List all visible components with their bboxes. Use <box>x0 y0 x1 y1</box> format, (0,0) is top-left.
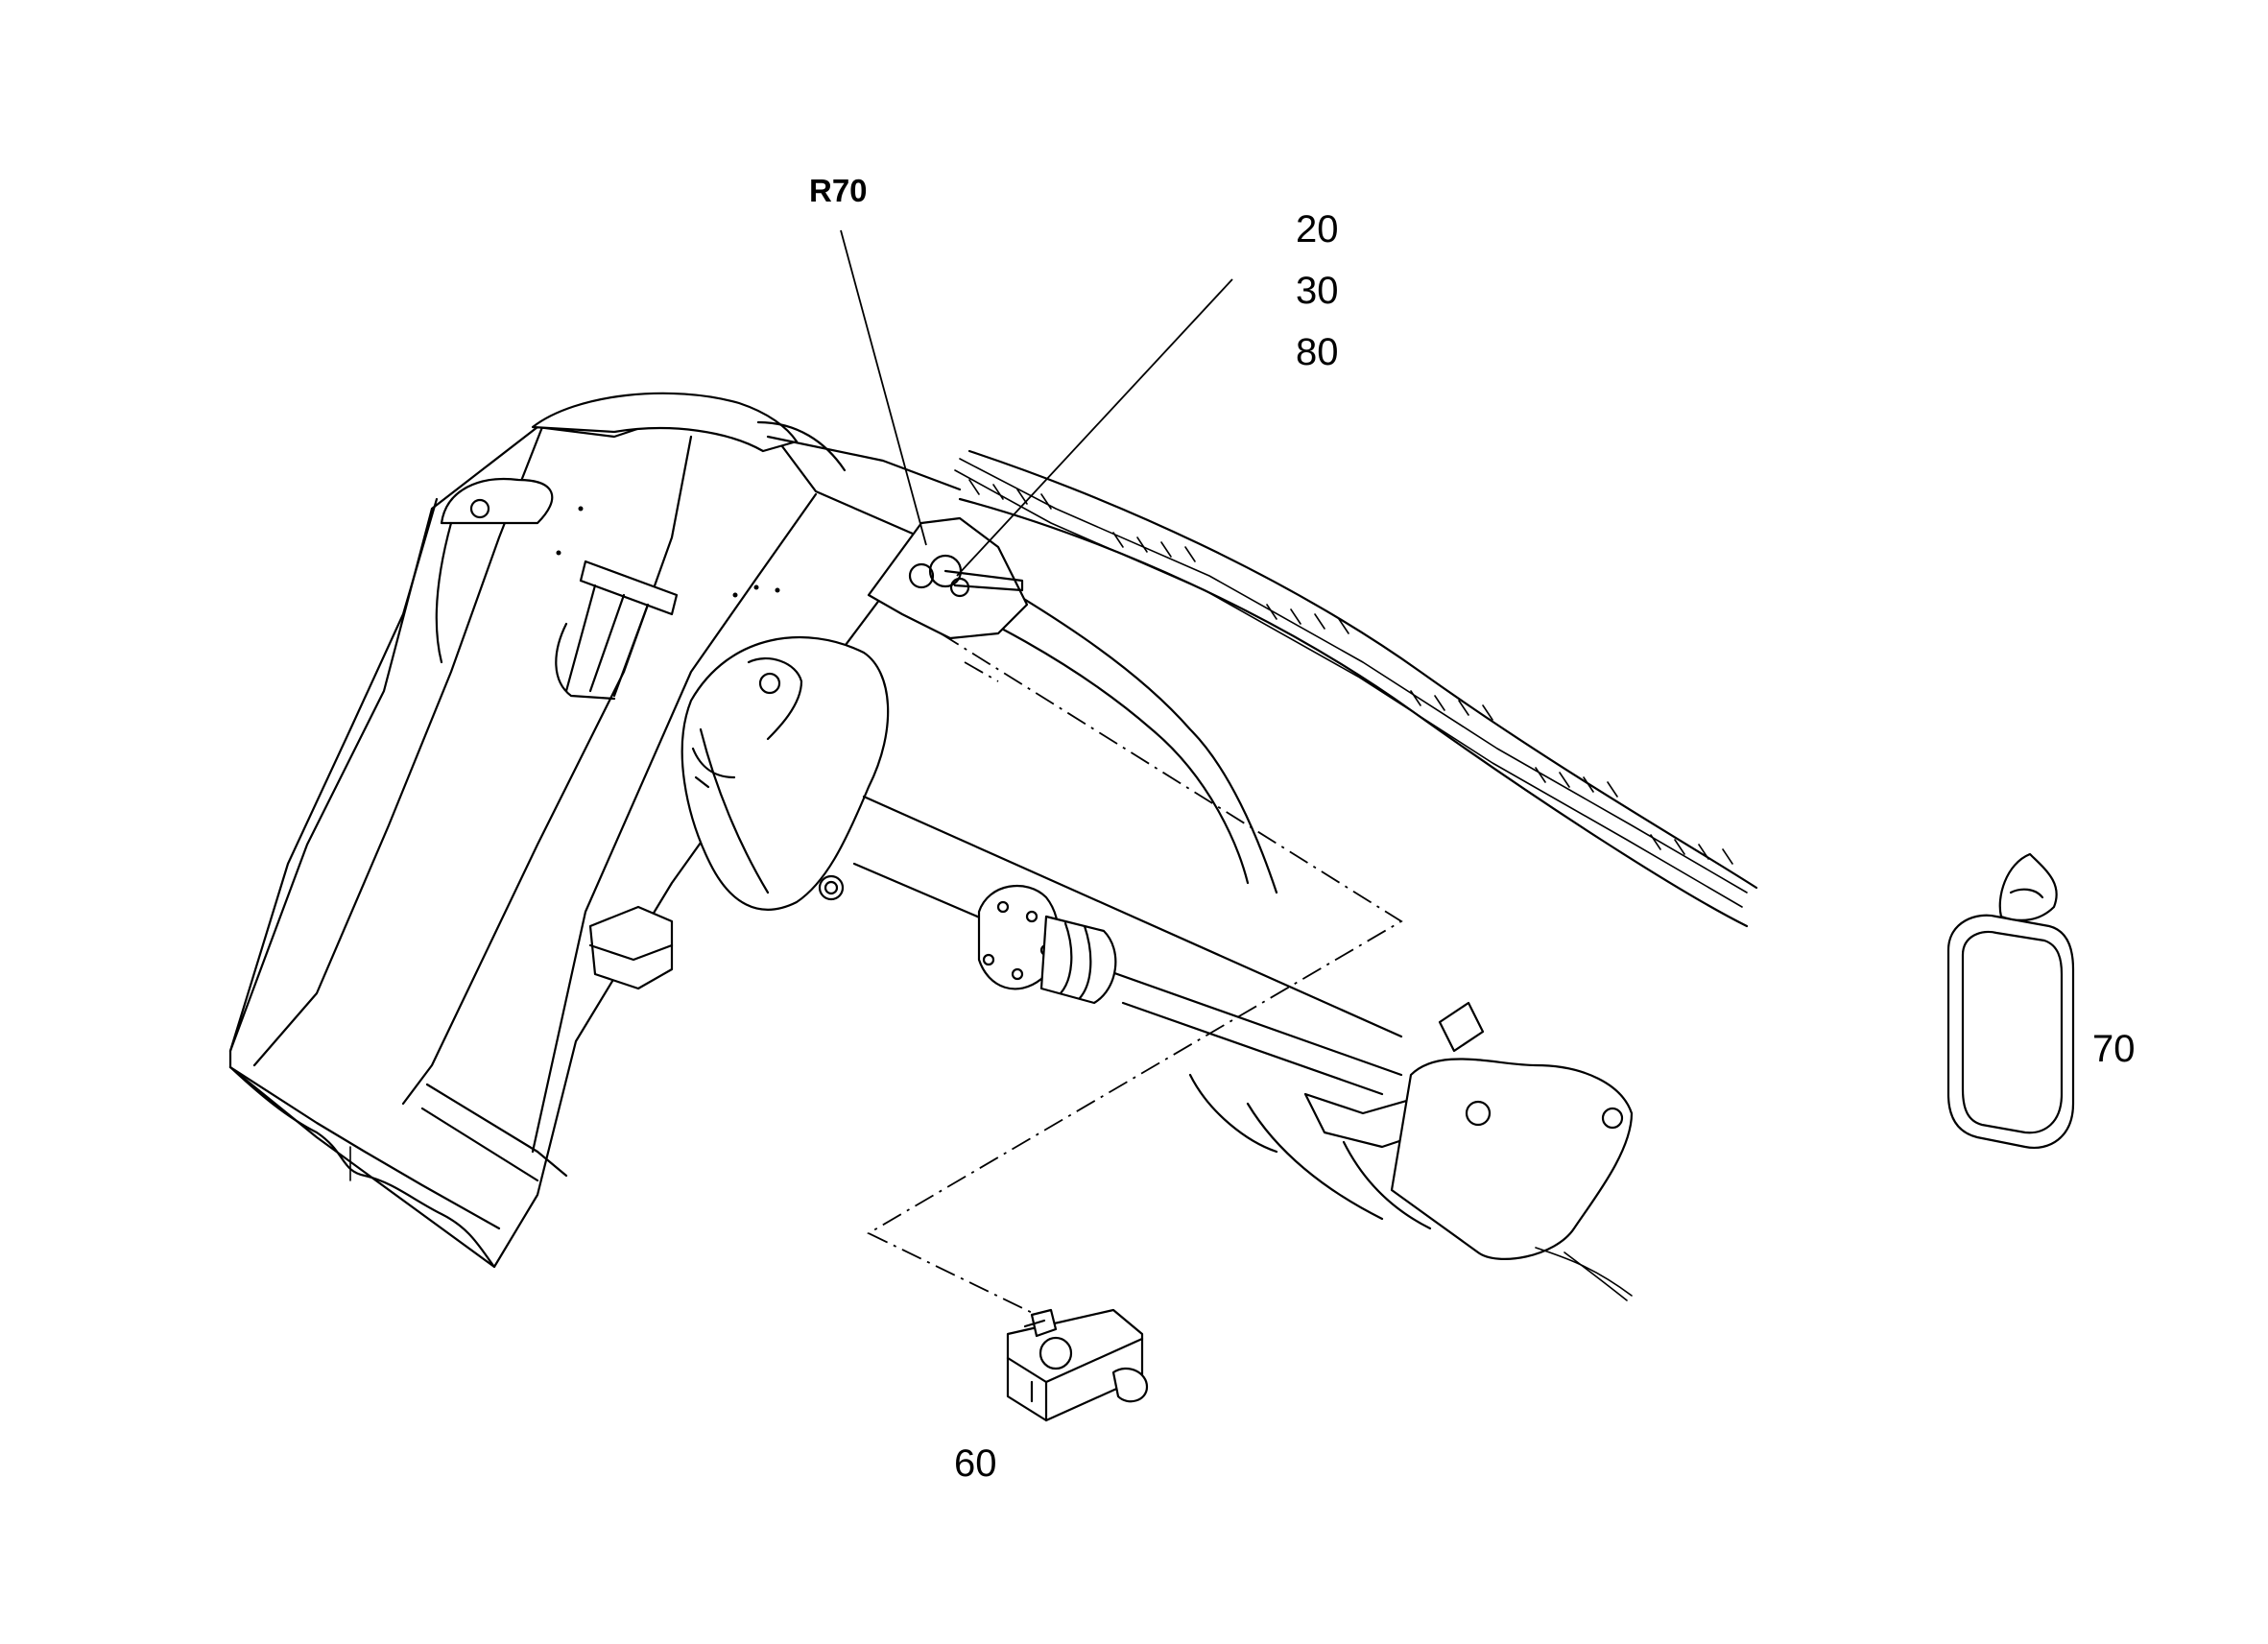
assembly-lines <box>867 632 1403 1321</box>
chain-links <box>968 479 1733 865</box>
callout-20: 20 <box>1296 208 1339 250</box>
cable-chain <box>954 449 1758 928</box>
side-cover <box>680 636 890 911</box>
part-70-clamp <box>1946 852 2075 1149</box>
callout-70: 70 <box>2092 1028 2136 1070</box>
callout-80: 80 <box>1296 331 1339 373</box>
callout-r70: R70 <box>809 173 868 208</box>
callout-60: 60 <box>954 1442 997 1485</box>
callout-30: 30 <box>1296 270 1339 312</box>
part-60-bracket <box>1006 1308 1149 1422</box>
sensor-mount <box>867 516 1029 640</box>
leader-lines <box>840 229 1233 577</box>
leader-20-30-80 <box>956 278 1233 577</box>
boom-housing <box>228 392 962 1269</box>
boom-arm <box>852 536 1634 1301</box>
leader-r70 <box>840 229 927 546</box>
